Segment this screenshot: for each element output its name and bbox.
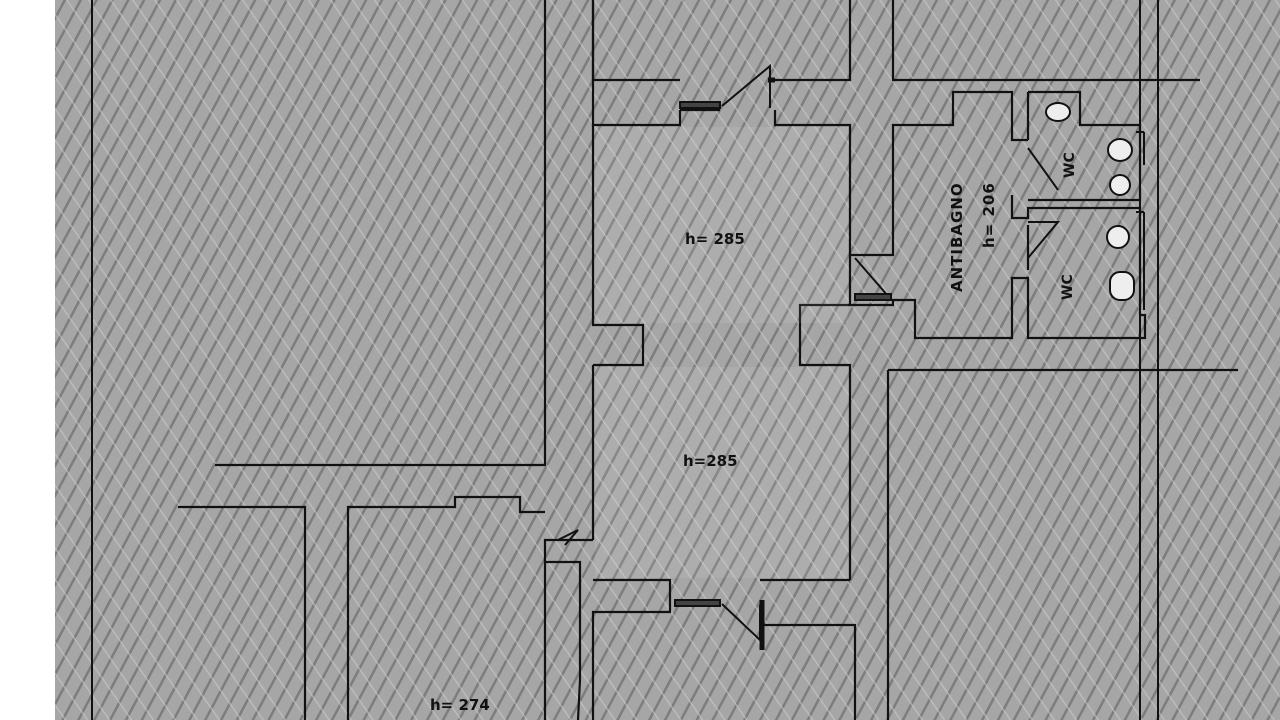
toilet-icon [1107, 138, 1133, 162]
basin-icon [1045, 102, 1071, 122]
toilet-icon [1106, 225, 1130, 249]
room-tints [595, 127, 848, 578]
sanitary-fixtures [1045, 102, 1145, 310]
walls [178, 0, 1238, 720]
lower-left-room-height-label: h= 274 [430, 696, 490, 714]
middle-room-height-label: h=285 [683, 452, 738, 470]
antibagno-labels: ANTIBAGNO h= 206 [948, 182, 998, 292]
frame-lines [91, 0, 1159, 720]
antibagno-height-label: h= 206 [980, 182, 998, 248]
basin-icon [1109, 271, 1135, 301]
wc-upper-label: WC [1062, 152, 1078, 178]
antibagno-name-label: ANTIBAGNO [948, 182, 966, 292]
wc-lower-label: WC [1060, 274, 1076, 300]
toilet-icon [1109, 174, 1131, 196]
doors [557, 63, 1061, 650]
upper-room-height-label: h= 285 [685, 230, 745, 248]
